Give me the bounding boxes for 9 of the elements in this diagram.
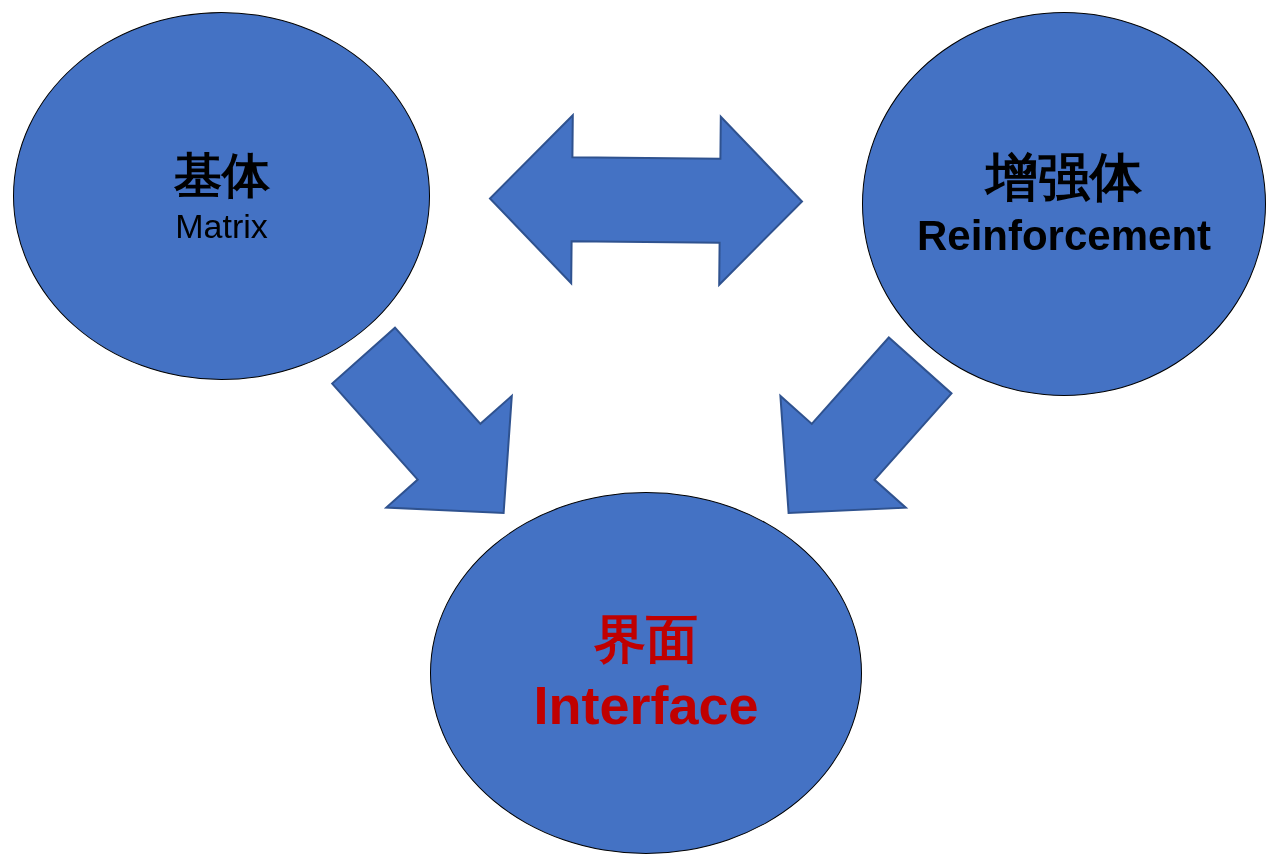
block-arrow <box>330 326 513 515</box>
node-title: 界面 <box>594 607 698 671</box>
node-title: 增强体 <box>986 146 1142 210</box>
block-arrow <box>488 112 804 288</box>
block-arrow <box>779 336 953 515</box>
node-subtitle: Matrix <box>175 205 268 247</box>
node-subtitle: Interface <box>533 673 759 737</box>
node-title: 基体 <box>173 145 270 205</box>
node-subtitle: Reinforcement <box>916 211 1212 262</box>
